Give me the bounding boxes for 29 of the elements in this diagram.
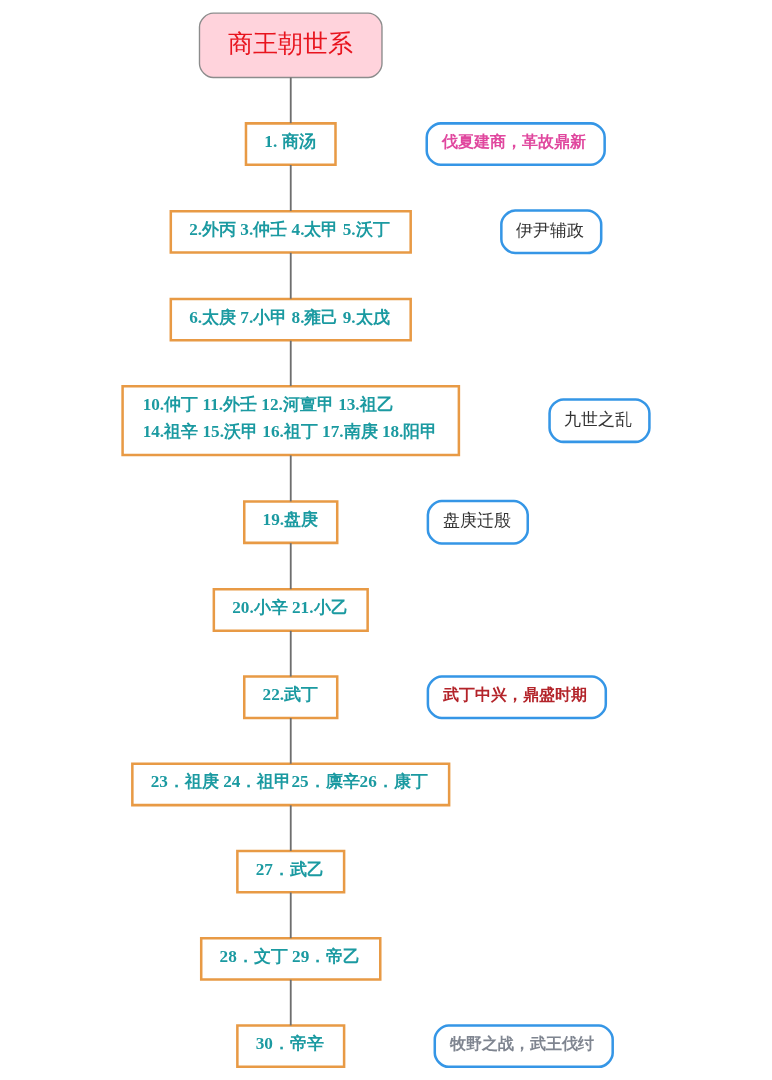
node-box: 22.武丁 <box>243 675 339 720</box>
node-box: 19.盘庚 <box>243 500 339 545</box>
node-box: 伊尹辅政 <box>500 209 603 255</box>
node-box: 1. 商汤 <box>244 122 337 166</box>
node-box: 2.外丙 3.仲壬 4.太甲 5.沃丁 <box>169 209 412 254</box>
connector <box>289 978 292 1027</box>
node-box: 28．文丁 29．帝乙 <box>199 937 382 981</box>
connector <box>289 164 292 212</box>
connector <box>289 339 292 387</box>
node-box: 商王朝世系 <box>198 12 383 79</box>
connector <box>289 76 292 125</box>
node-box: 九世之乱 <box>548 398 651 444</box>
node-box: 27．武乙 <box>236 849 346 894</box>
node-box: 伐夏建商，革故鼎新 <box>425 122 606 166</box>
connector <box>289 629 292 678</box>
connector <box>289 717 292 765</box>
node-box: 牧野之战，武王伐纣 <box>433 1024 614 1069</box>
node-box: 盘庚迁殷 <box>426 499 529 545</box>
node-box: 20.小辛 21.小乙 <box>212 588 369 632</box>
node-box: 武丁中兴，鼎盛时期 <box>426 675 608 720</box>
connector <box>289 542 292 591</box>
connector <box>289 891 292 940</box>
connector <box>289 251 292 300</box>
node-box: 30．帝辛 <box>236 1024 346 1069</box>
node-box: 23．祖庚 24．祖甲25．廪辛26．康丁 <box>131 762 451 807</box>
connector <box>289 804 292 852</box>
connector <box>289 454 292 503</box>
node-box: 10.仲丁 11.外壬 12.河亶甲 13.祖乙 14.祖辛 15.沃甲 16.祖丁 17.南庚 18.阳甲 <box>121 384 461 457</box>
node-box: 6.太庚 7.小甲 8.雍己 9.太戊 <box>169 297 412 342</box>
